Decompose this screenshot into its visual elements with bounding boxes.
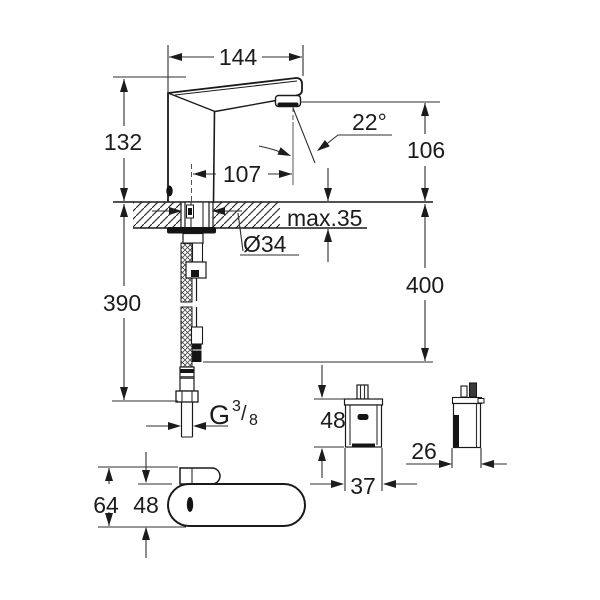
deck-hatch-left [133,202,181,228]
box-clip-front [356,384,369,400]
deck-section [113,201,433,245]
hose-end-band-1 [180,369,194,373]
arrow-132-bottom [120,188,128,201]
dim-g38: G 3 / 8 [146,398,258,430]
arrow-g38-left [168,422,181,430]
arrow-max35-up [324,229,332,242]
deck-hatch-right [213,202,280,228]
arrow-g38-right [193,422,206,430]
dim-144-label: 144 [219,44,258,70]
arrow-48box-up [318,448,326,461]
arrow-107-right [279,170,292,178]
faucet-underside-edge [214,99,277,113]
arrow-144-right [289,53,302,61]
base-plan-view: 64 48 [93,452,306,558]
dim-dia34-label: Ø34 [243,231,287,257]
dim-107-label: 107 [223,161,261,187]
dim-26-label: 26 [411,438,437,464]
arrow-390-bottom [120,387,128,400]
arrow-dia34-left [169,207,182,215]
box-cap-front [343,398,384,406]
box-side-dark-bar [454,415,459,447]
dim-390: 390 [103,204,178,402]
box-body-front [344,404,383,448]
arrow-26-right [481,460,494,468]
sensor-head-tab [179,467,221,485]
hose-fitting-detail [191,270,199,277]
brand-logo-mark [357,414,369,420]
arrow-400-bottom [421,348,429,361]
dim-132: 132 [104,76,186,201]
arrow-48plan-down [142,470,150,483]
arrow-37-right [383,480,396,488]
arrow-132-top [120,79,128,92]
faucet-body-right-edge [212,111,216,203]
supply-hose-and-cable [175,242,207,438]
dim-400: 400 [203,204,444,363]
dim-106-label: 106 [407,137,445,163]
dim-106: 106 [300,101,445,201]
arrow-144-left [169,53,182,61]
dim-48box-label: 48 [320,407,346,433]
arrow-64-top [105,468,113,481]
arrow-64-bottom [105,513,113,526]
power-box-front-view: 48 37 [310,365,417,499]
box-clip-side-2 [468,382,478,398]
leader-dia34 [237,212,244,252]
dim-64-label: 64 [93,492,119,518]
dim-400-label: 400 [406,272,444,298]
hose-end-band-2 [180,376,194,379]
angle-arc-arrowhead [277,147,291,156]
power-box-side-view: 26 [406,382,507,468]
mounting-washer [167,227,216,234]
aerator-underside [277,102,299,107]
arrow-48box-down [318,385,326,398]
hose-inner-tube [191,242,204,263]
angle-leader-arrowhead [317,139,330,151]
braided-hose-lower [180,306,193,368]
dim-107: 107 [191,161,292,203]
base-sensor-dot [186,497,194,512]
fixing-screw-slot [188,208,192,215]
faucet-side-view [166,77,303,203]
arrow-max35-down [324,188,332,201]
sensor-window [166,185,173,197]
box-cap-tab [477,398,485,404]
dim-48plan-label: 48 [133,492,159,518]
dim-max35: max.35 [287,168,362,262]
arrow-48plan-up [142,527,150,540]
dim-390-label: 390 [103,290,141,316]
dim-132-label: 132 [104,129,142,155]
dim-g38-label: G 3 / 8 [209,398,258,430]
g38-union-nut [175,390,199,403]
faucet-top-inner-edge [174,80,298,96]
faucet-body-outline [167,77,303,202]
arrow-107-left [193,170,206,178]
dim-144: 144 [167,44,304,93]
arrow-37-left [331,480,344,488]
cable-connector-plug [192,344,202,362]
dim-max35-label: max.35 [287,205,362,231]
shank-lower [182,232,204,245]
dim-22deg-label: 22° [352,109,387,135]
box-bottom-band [352,443,375,448]
angle-leader [318,134,392,151]
dim-37-label: 37 [350,473,376,499]
arrow-106-bottom [421,188,429,201]
faucet-chamfer-edge [167,92,216,113]
dim-dia34: Ø34 [152,207,299,257]
arrow-dia34-right [212,207,225,215]
arrow-400-top [421,204,429,217]
box-cap-side [451,396,483,405]
stream-line-22deg [292,107,316,164]
stream-angle-construction: 22° [258,107,392,185]
base-outline [167,483,306,527]
arrow-106-top [421,103,429,116]
arrow-390-top [120,204,128,217]
box-clip-side-1 [460,385,468,398]
cable-connector-body [190,326,204,345]
arrow-26-left [439,460,452,468]
